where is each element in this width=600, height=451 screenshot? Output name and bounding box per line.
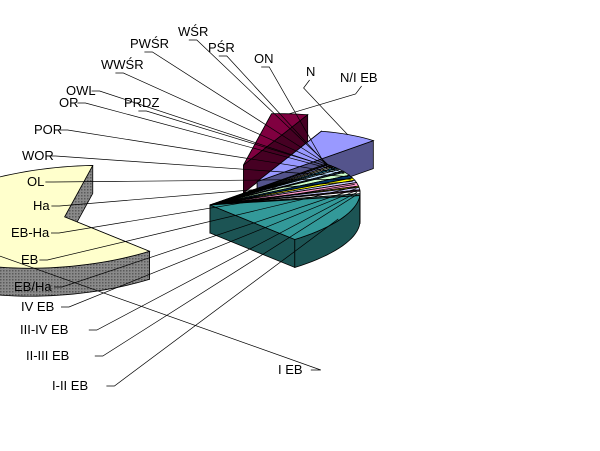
leader-eb-ha [51,184,355,234]
label-i-ii-eb: I-II EB [52,378,88,393]
leader-prdz [138,110,336,170]
leader-p-r [218,55,328,166]
label-eb-ha: EB/Ha [14,279,52,294]
leader-eb-ha [54,188,357,288]
label-p-r: PŚR [208,40,235,55]
leader-on [261,66,326,165]
label-on: ON [254,51,274,66]
label-owl: OWL [66,83,96,98]
slice-i-eb [0,165,151,269]
label-w-r: WŚR [178,24,208,39]
leader-i-ii-eb [106,218,339,387]
leader-eb [39,186,356,261]
leader-n-i-eb [288,85,362,115]
label-n-i-eb: N/I EB [340,70,378,85]
label-ol: OL [27,174,44,189]
label-prdz: PRDZ [124,95,159,110]
leader-ii-iii-eb [94,194,358,357]
label-wor: WOR [22,148,54,163]
label-eb-ha: EB-Ha [11,225,50,240]
label-pw-r: PWŚR [130,36,169,51]
leader-pw-r [144,51,332,168]
leader-wor [47,155,349,177]
leader-or [77,102,342,173]
leader-w-r [188,39,330,167]
leader-iv-eb [61,190,357,308]
leader-owl [91,90,339,171]
leader-por [59,129,345,175]
leader-iii-iv-eb [88,192,358,331]
leader-ha [51,181,353,207]
label-eb: EB [21,252,38,267]
label-i-eb: I EB [278,362,303,377]
label-n: N [306,64,315,79]
label-ii-iii-eb: II-III EB [26,348,69,363]
slice-i-ii-eb [209,195,361,240]
leader-i-eb [0,255,321,371]
label-iv-eb: IV EB [21,299,54,314]
leader-ol [45,178,351,183]
leader-n [303,79,349,136]
label-or: OR [59,95,79,110]
label-ww-r: WWŚR [101,57,144,72]
leader-ww-r [115,72,334,169]
label-iii-iv-eb: III-IV EB [20,322,68,337]
label-ha: Ha [33,198,50,213]
leader-lines [0,39,362,387]
label-por: POR [34,122,62,137]
